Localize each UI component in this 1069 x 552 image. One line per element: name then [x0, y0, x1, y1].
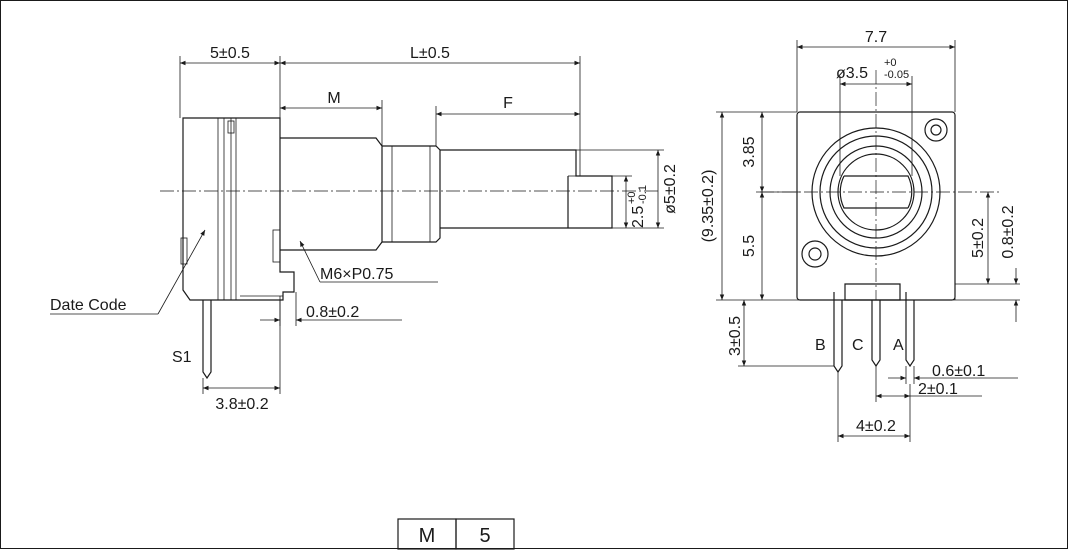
dim-bushing-length: M	[327, 90, 340, 107]
dim-shaft-diameter: ø5±0.2	[662, 164, 679, 214]
dim-hole-diameter: ø3.5	[836, 65, 868, 82]
title-block: M 5	[397, 518, 515, 550]
pin-b-label: B	[815, 337, 826, 354]
pin-c-label: C	[852, 337, 864, 354]
front-view: 7.7 ø3.5 +0 -0.05 (9.35±0.2) 3.85 5.5 5±…	[700, 29, 1020, 442]
dim-right-base: 0.8±0.2	[1000, 205, 1017, 258]
title-block-key: M	[419, 525, 436, 547]
dim-flat-depth-lower: -0.1	[637, 185, 649, 204]
dim-flat-depth: 2.5	[630, 206, 647, 228]
dim-total-height: (9.35±0.2)	[700, 170, 717, 243]
dim-flat-depth-upper: +0	[626, 191, 638, 204]
dim-flat-length: F	[503, 95, 513, 112]
dim-pin-length: 3±0.5	[727, 316, 744, 356]
title-block-value: 5	[479, 525, 490, 547]
dim-housing-width: 7.7	[865, 29, 887, 46]
dim-step: 0.8±0.2	[306, 304, 359, 321]
dim-pin-width: 0.6±0.1	[932, 363, 985, 380]
dim-pin-offset: 3.8±0.2	[215, 396, 268, 413]
dim-head-length: 5±0.5	[210, 45, 250, 62]
dim-overall-length: L±0.5	[410, 45, 450, 62]
thread-spec: M6×P0.75	[320, 266, 393, 283]
pin-s1-label: S1	[172, 349, 192, 366]
dim-pins-span: 4±0.2	[856, 418, 896, 435]
dim-hole-lower: -0.05	[884, 69, 909, 81]
side-view: 5±0.5 L±0.5 M F ø5±0.2 2.5 +0 -0.1 M6×P0…	[50, 45, 679, 413]
dim-upper-height: 3.85	[741, 136, 758, 167]
dim-lower-height: 5.5	[741, 235, 758, 257]
dim-right-height: 5±0.2	[970, 218, 987, 258]
pin-a-label: A	[893, 337, 904, 354]
dim-hole-upper: +0	[884, 57, 897, 69]
dim-pin-spacing: 2±0.1	[918, 381, 958, 398]
date-code-label: Date Code	[50, 297, 127, 314]
